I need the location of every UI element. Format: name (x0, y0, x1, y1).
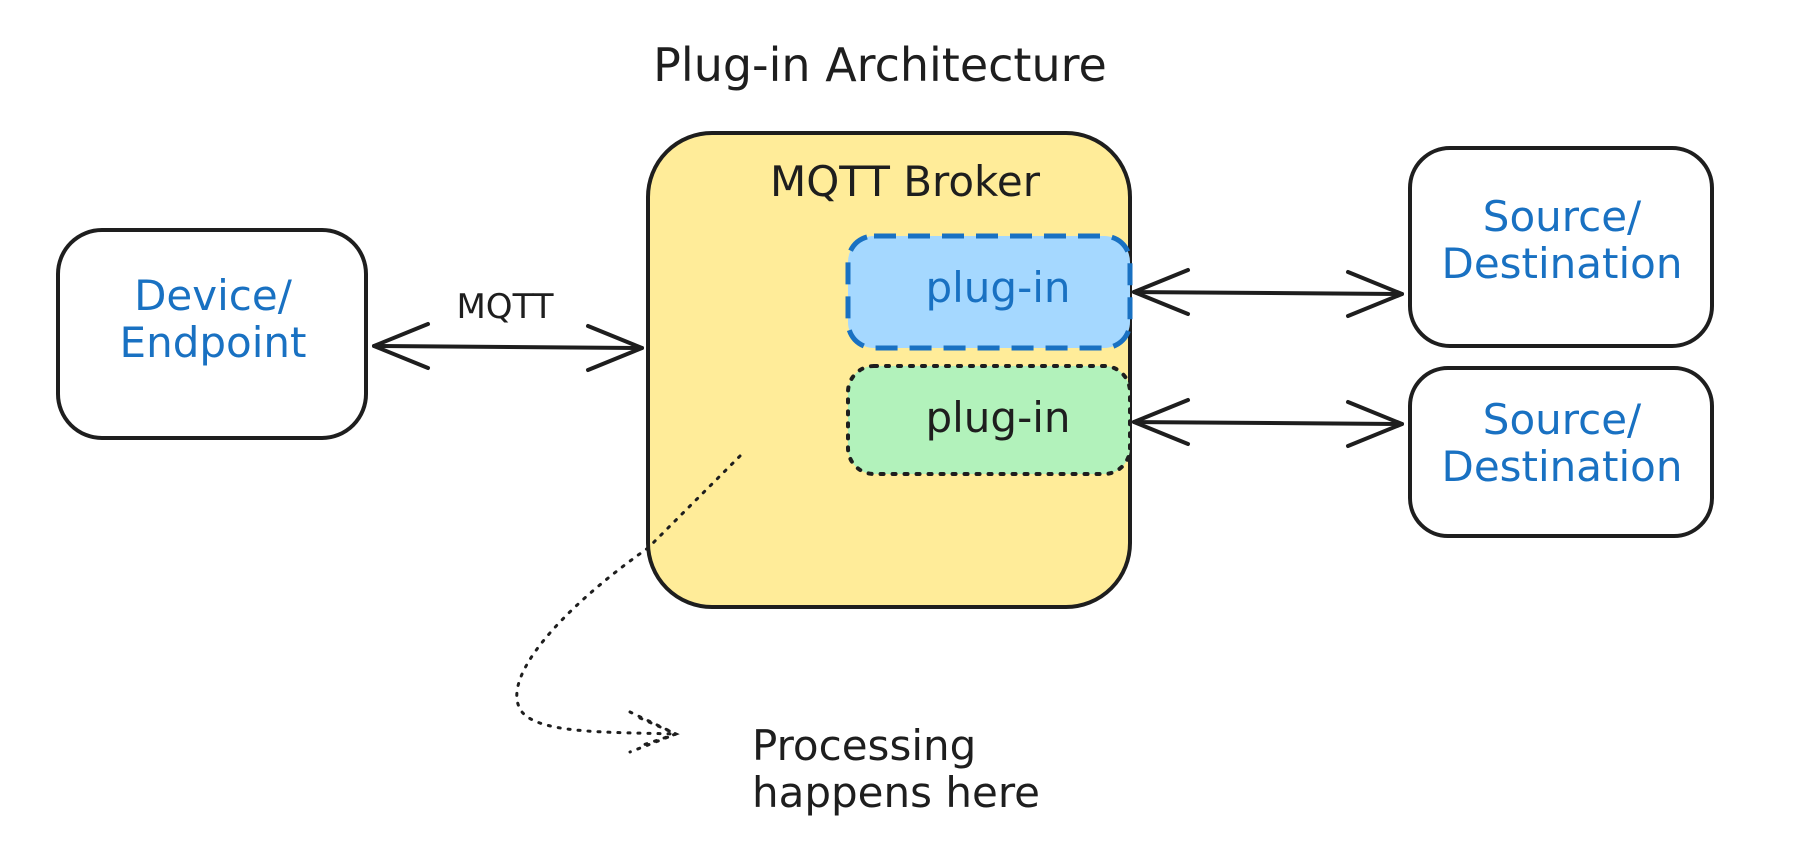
mqtt-double-arrow (372, 322, 644, 372)
device-endpoint-label: Device/ Endpoint (119, 271, 307, 368)
mqtt-broker-label: MQTT Broker (769, 157, 1040, 206)
source-destination-box-2 (1408, 366, 1714, 538)
plugin-blue-box (845, 233, 1133, 351)
processing-annotation: Processing happens here (752, 721, 1041, 818)
plugin-blue-double-arrow (1132, 268, 1404, 318)
plugin-green-box (846, 364, 1132, 476)
mqtt-connection-label: MQTT (456, 287, 554, 327)
plugin-green-double-arrow (1132, 398, 1404, 448)
source-destination-label-2: Source/ Destination (1441, 395, 1683, 492)
annotation-dotted-arrow (515, 454, 742, 754)
plugin-green-label: plug-in (925, 393, 1071, 442)
source-destination-label-1: Source/ Destination (1441, 192, 1683, 289)
device-endpoint-box (56, 228, 368, 440)
diagram-title: Plug-in Architecture (653, 38, 1107, 92)
plugin-blue-label: plug-in (925, 263, 1071, 312)
source-destination-box-1 (1408, 146, 1714, 348)
